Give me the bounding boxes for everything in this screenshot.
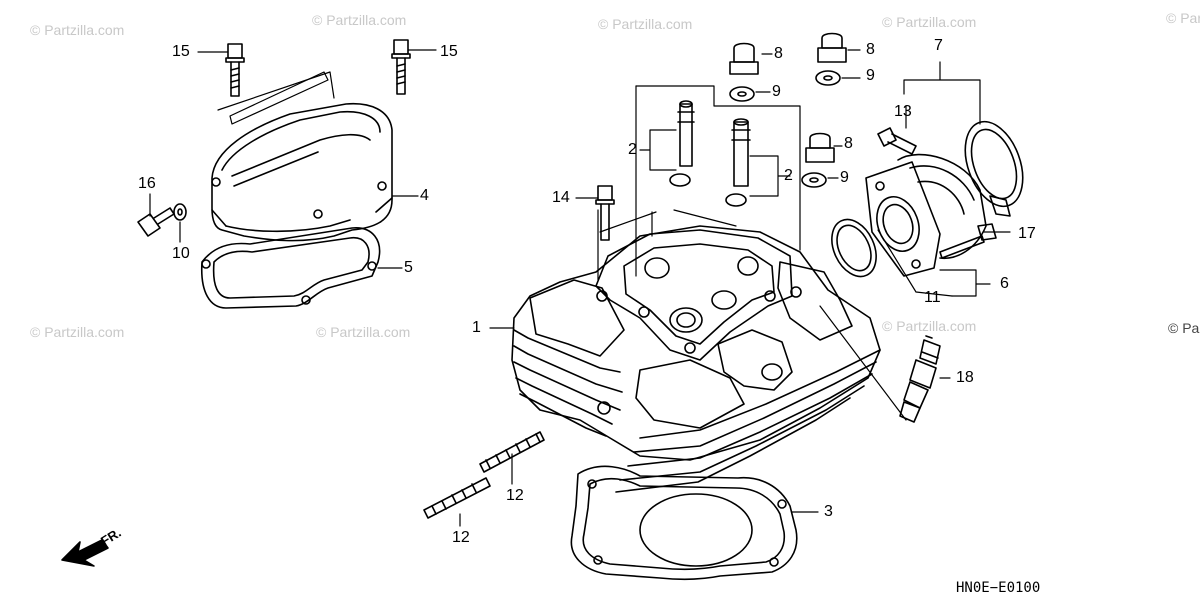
watermark: © Partzilla.com [598,16,693,32]
cylinder-head-gasket [570,465,798,581]
watermark: © Partzilla.com [316,324,411,340]
guide-oring-right [725,193,747,207]
callout-3: 3 [824,503,833,520]
bolt-16 [137,207,175,237]
bolt-13 [877,127,917,155]
stud-12-upper [479,431,545,473]
bolt-14 [595,185,615,241]
callout-18: 18 [956,369,974,386]
callout-2: 2 [628,141,637,158]
callout-2: 2 [784,167,793,184]
callout-13: 13 [894,103,912,120]
callout-15: 15 [440,43,458,60]
callout-1: 1 [472,319,481,336]
callout-12: 12 [506,487,524,504]
callout-4: 4 [420,187,429,204]
valve-guide-left [677,100,695,167]
callout-9: 9 [772,83,781,100]
callout-12: 12 [452,529,470,546]
callout-15: 15 [172,43,190,60]
o-ring-11 [831,218,877,278]
stud-12-lower [423,477,491,519]
washer-10 [173,203,187,221]
cover-bolt-right [391,39,411,95]
cap-nut-8c [805,132,835,163]
callout-17: 17 [1018,225,1036,242]
cover-bolt-left [225,43,245,97]
front-arrow-icon [61,539,109,567]
washer-9b [815,70,841,86]
diagram-code: HN0E−E0100 [956,580,1041,596]
callout-5: 5 [404,259,413,276]
callout-14: 14 [552,189,570,206]
callout-8: 8 [774,45,783,62]
guide-oring-left [669,173,691,187]
callout-8: 8 [844,135,853,152]
watermark: © Pa [1168,320,1200,336]
callout-9: 9 [840,169,849,186]
callout-6: 6 [1000,275,1009,292]
leader-lines [149,49,1011,527]
callout-9: 9 [866,67,875,84]
cap-nut-8b [817,32,847,63]
carburetor-insulator [865,153,987,277]
callout-8: 8 [866,41,875,58]
callout-16: 16 [138,175,156,192]
cap-nut-8a [729,42,759,75]
valve-guide-right [731,118,751,187]
watermark: © Partzilla.com [882,14,977,30]
spark-plug [899,335,941,423]
callout-7: 7 [934,37,943,54]
washer-9c [801,172,827,188]
watermark: © Partzilla.com [30,22,125,38]
washer-9a [729,86,755,102]
watermark: © Partzilla.com [1166,10,1200,26]
cover-gasket [200,227,381,309]
watermark: © Partzilla.com [312,12,407,28]
cylinder-head [511,225,881,493]
cylinder-head-cover [211,71,393,242]
bolt-17 [939,223,997,259]
watermark: © Partzilla.com [882,318,977,334]
callout-10: 10 [172,245,190,262]
callout-11: 11 [924,289,941,306]
clamp-band-7 [964,120,1024,217]
watermark: © Partzilla.com [30,324,125,340]
